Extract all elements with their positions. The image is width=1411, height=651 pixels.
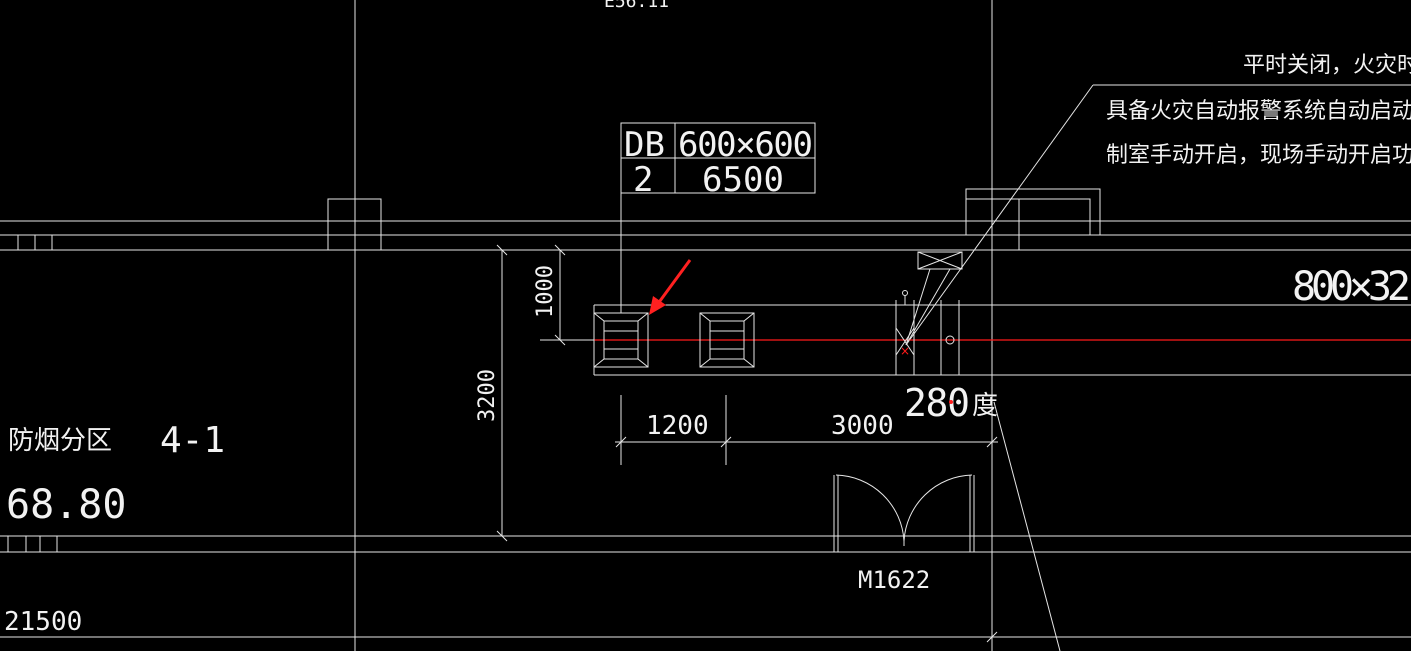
long-leader: [993, 401, 1061, 651]
damper-temp-label: 280 度: [904, 381, 1061, 651]
bottom-dimension: 21500: [4, 607, 82, 637]
zone-number: 4-1: [160, 420, 225, 461]
note-line-1: 平时关闭，火灾时: [1243, 53, 1411, 78]
note-block: 平时关闭，火灾时 具备火灾自动报警系统自动启动 制室手动开启，现场手动开启功: [905, 53, 1411, 346]
dim-3000-text: 3000: [831, 411, 894, 441]
dim-1200-text: 1200: [646, 411, 709, 441]
damper-temp-value: 280: [904, 381, 970, 425]
table-flow: 6500: [702, 160, 784, 200]
svg-text:×: ×: [900, 344, 910, 358]
dim-1000-text: 1000: [533, 265, 558, 318]
duct-spec-table: DB 600×600 2 6500: [620, 122, 816, 313]
note-line-2: 具备火灾自动报警系统自动启动: [1106, 99, 1411, 124]
duct-size-label: 800×32: [1292, 264, 1411, 310]
table-qty: 2: [633, 160, 653, 200]
dim-1000: 1000: [533, 244, 594, 346]
note-leader: [905, 84, 1094, 346]
main-duct: [593, 304, 1411, 376]
zone-area: 68.80: [6, 482, 126, 528]
fire-damper-icon: ×: [895, 251, 963, 375]
air-outlet-icon: [699, 312, 755, 368]
door-label: M1622: [858, 566, 930, 594]
note-line-3: 制室手动开启，现场手动开启功: [1106, 143, 1411, 168]
table-size: 600×600: [678, 125, 813, 165]
dim-3200-text: 3200: [475, 369, 500, 422]
pointer-arrow-icon: [649, 259, 692, 315]
top-cut-label: E56.11: [604, 0, 669, 12]
dim-horizontal: 1200 3000: [615, 395, 998, 465]
zone-label: 防烟分区: [8, 426, 112, 456]
table-code: DB: [624, 125, 665, 165]
door-swing-icon: [833, 474, 975, 552]
damper-temp-unit: 度: [972, 391, 998, 421]
column-box: [327, 198, 382, 251]
dim-3200: 3200: [475, 244, 508, 542]
shaft-outline: [965, 188, 1101, 250]
